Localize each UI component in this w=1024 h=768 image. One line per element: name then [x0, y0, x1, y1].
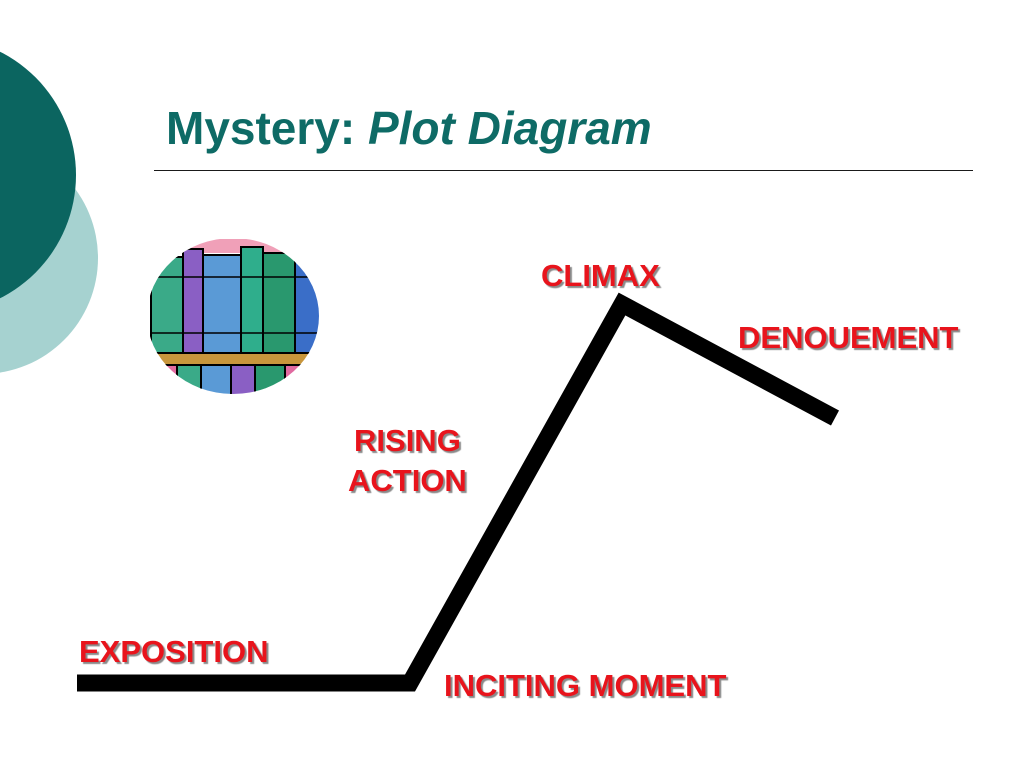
- title-main: Mystery:: [166, 102, 368, 154]
- plot-line: [77, 292, 840, 692]
- label-denouement: DENOUEMENT: [738, 320, 959, 355]
- bookshelf-icon: [147, 238, 319, 394]
- label-rising-action: RISING ACTION: [348, 421, 467, 501]
- label-inciting-moment: INCITING MOMENT: [444, 668, 727, 703]
- decor-circle-dark: [0, 51, 76, 299]
- label-rising-line2: ACTION: [348, 463, 467, 498]
- title-italic: Plot Diagram: [367, 102, 652, 154]
- slide-title: Mystery: Plot Diagram: [166, 98, 652, 158]
- label-climax: CLIMAX: [541, 258, 660, 293]
- label-rising-line1: RISING: [354, 423, 461, 458]
- title-divider: [154, 170, 973, 171]
- label-exposition: EXPOSITION: [79, 634, 269, 669]
